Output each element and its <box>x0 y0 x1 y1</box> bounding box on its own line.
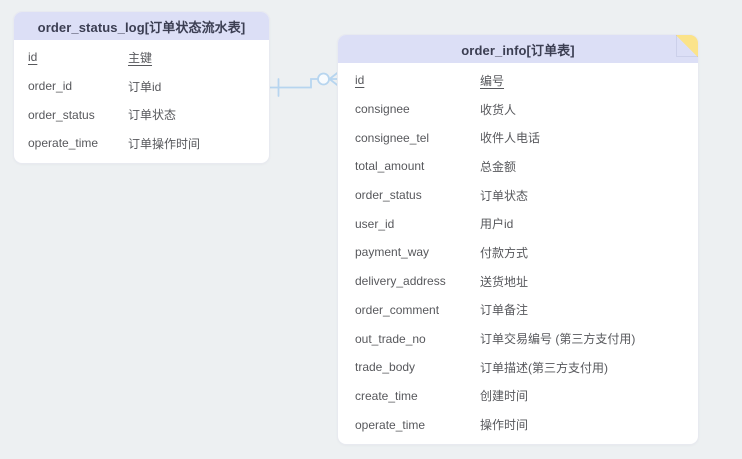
field-name: order_comment <box>355 302 440 317</box>
note-fold-corner-icon[interactable] <box>676 35 698 57</box>
field-row-user_id[interactable]: user_id 用户id <box>338 209 698 238</box>
table-title: order_status_log[订单状态流水表] <box>37 19 246 35</box>
field-row-consignee[interactable]: consignee 收货人 <box>338 95 698 124</box>
field-row-consignee_tel[interactable]: consignee_tel 收件人电话 <box>338 123 698 152</box>
field-description: 付款方式 <box>480 245 529 260</box>
table-field-list: id 主键 order_id 订单id order_status 订单状态 operate_… <box>14 40 269 163</box>
field-name: total_amount <box>355 159 425 174</box>
field-row-delivery_address[interactable]: delivery_address 送货地址 <box>338 267 698 296</box>
field-name: id <box>355 73 365 88</box>
field-row-trade_body[interactable]: trade_body 订单描述(第三方支付用) <box>338 353 698 382</box>
field-name: consignee <box>355 102 410 117</box>
field-name: user_id <box>355 216 395 231</box>
field-name: id <box>28 50 38 65</box>
field-name: consignee_tel <box>355 130 430 145</box>
crow-foot-many <box>328 71 340 87</box>
table-field-list: id 编号 consignee 收货人 consignee_tel 收件人电话 total_… <box>338 63 698 444</box>
field-name: order_status <box>355 188 422 203</box>
field-description: 用户id <box>480 217 514 232</box>
field-name: create_time <box>355 388 418 403</box>
field-row-out_trade_no[interactable]: out_trade_no 订单交易编号 (第三方支付用) <box>338 324 698 353</box>
field-description: 送货地址 <box>480 274 529 289</box>
field-description: 收件人电话 <box>480 131 541 146</box>
field-row-operate_time[interactable]: operate_time 订单操作时间 <box>14 129 269 158</box>
field-name: operate_time <box>28 136 99 151</box>
field-row-operate_time[interactable]: operate_time 操作时间 <box>338 410 698 439</box>
field-row-order_comment[interactable]: order_comment 订单备注 <box>338 296 698 325</box>
field-description: 主键 <box>128 50 153 65</box>
field-description: 订单备注 <box>480 303 529 318</box>
field-description: 订单操作时间 <box>128 136 201 151</box>
connector-line-segment <box>268 78 319 89</box>
field-name: order_status <box>28 107 95 122</box>
field-name: delivery_address <box>355 274 446 289</box>
field-description: 操作时间 <box>480 418 529 433</box>
field-name: order_id <box>28 79 73 94</box>
field-name: trade_body <box>355 360 416 375</box>
field-description: 收货人 <box>480 102 517 117</box>
field-description: 订单状态 <box>128 108 177 123</box>
table-header[interactable]: order_info[订单表] <box>338 35 698 63</box>
field-row-order_id[interactable]: order_id 订单id <box>14 72 269 101</box>
field-row-payment_way[interactable]: payment_way 付款方式 <box>338 238 698 267</box>
field-row-id[interactable]: id 编号 <box>338 66 698 95</box>
field-description: 订单状态 <box>480 188 529 203</box>
table-title: order_info[订单表] <box>461 42 575 58</box>
field-row-create_time[interactable]: create_time 创建时间 <box>338 382 698 411</box>
field-name: payment_way <box>355 245 430 260</box>
field-description: 订单交易编号 (第三方支付用) <box>480 332 636 347</box>
field-row-total_amount[interactable]: total_amount 总金额 <box>338 152 698 181</box>
field-description: 订单描述(第三方支付用) <box>480 360 608 375</box>
entity-table-order-status-log[interactable]: order_status_log[订单状态流水表] id 主键 order_id 订单… <box>14 12 269 163</box>
field-row-id[interactable]: id 主键 <box>14 43 269 72</box>
field-description: 编号 <box>480 73 505 88</box>
field-description: 订单id <box>128 79 162 94</box>
field-row-order_status[interactable]: order_status 订单状态 <box>14 100 269 129</box>
field-description: 总金额 <box>480 159 517 174</box>
field-description: 创建时间 <box>480 389 529 404</box>
field-row-order_status[interactable]: order_status 订单状态 <box>338 181 698 210</box>
cardinality-zero-ring <box>317 72 330 86</box>
field-name: out_trade_no <box>355 331 426 346</box>
table-header[interactable]: order_status_log[订单状态流水表] <box>14 12 269 40</box>
field-name: operate_time <box>355 417 426 432</box>
